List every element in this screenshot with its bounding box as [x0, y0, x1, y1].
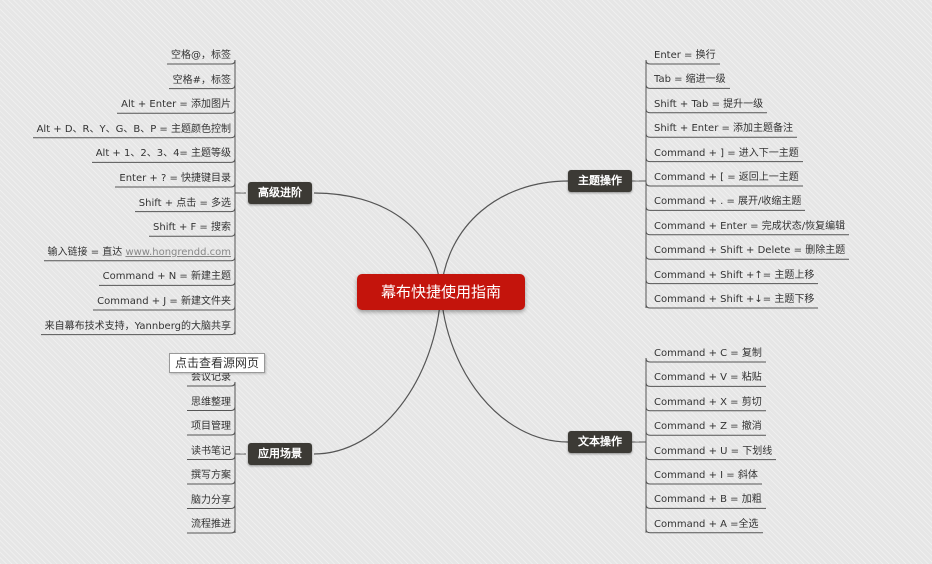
- leaf-topic[interactable]: Command + Enter = 完成状态/恢复编辑: [654, 220, 846, 232]
- leaf-topic[interactable]: Command + C = 复制: [654, 348, 762, 359]
- branch-connector: [313, 291, 442, 455]
- leaf-link[interactable]: www.hongrendd.com: [125, 246, 231, 258]
- branch-advanced[interactable]: 高级进阶: [248, 182, 312, 204]
- leaf-topic[interactable]: Command + [ = 返回上一主题: [654, 172, 799, 183]
- leaf-topic[interactable]: 输入链接 = 直达 www.hongrendd.com: [44, 246, 235, 260]
- view-source-tooltip[interactable]: 点击查看源网页: [169, 353, 266, 373]
- leaf-topic[interactable]: 脑力分享: [191, 494, 231, 506]
- leaf-topic[interactable]: 项目管理: [191, 421, 231, 432]
- leaf-topic[interactable]: 流程推进: [191, 519, 231, 530]
- leaf-topic[interactable]: 撰写方案: [191, 470, 231, 481]
- leaf-topic[interactable]: Shift + Tab = 提升一级: [654, 98, 764, 110]
- leaf-topic[interactable]: Command + Z = 撤消: [654, 421, 762, 433]
- leaf-topic[interactable]: Command + B = 加粗: [654, 494, 762, 506]
- branch-connector: [440, 180, 569, 293]
- collapse-icon[interactable]: –: [240, 188, 245, 198]
- branch-topic-operations[interactable]: 主题操作: [568, 170, 632, 192]
- leaf-topic[interactable]: Command + U = 下划线: [654, 445, 773, 457]
- branch-text-operations[interactable]: 文本操作: [568, 431, 632, 453]
- leaf-topic[interactable]: Enter + ? = 快捷键目录: [119, 173, 231, 184]
- leaf-topic[interactable]: Command + Shift + Delete = 删除主题: [654, 245, 846, 257]
- leaf-topic[interactable]: Command + N = 新建主题: [102, 271, 231, 283]
- leaf-topic[interactable]: 思维整理: [191, 396, 231, 408]
- collapse-icon[interactable]: –: [635, 437, 640, 447]
- leaf-topic[interactable]: Alt + 1、2、3、4= 主题等级: [95, 148, 231, 160]
- leaf-topic[interactable]: Command + Shift +↑= 主题上移: [654, 269, 815, 281]
- leaf-topic[interactable]: Command + X = 剪切: [654, 396, 762, 408]
- leaf-topic[interactable]: Enter = 换行: [654, 50, 716, 61]
- leaf-topic[interactable]: 空格#，标签: [172, 74, 231, 86]
- leaf-topic[interactable]: Command + J = 新建文件夹: [97, 296, 231, 307]
- leaf-topic[interactable]: 来自幕布技术支持，Yannberg的大脑共享: [44, 320, 231, 332]
- leaf-topic[interactable]: Command + A =全选: [654, 518, 759, 530]
- leaf-topic[interactable]: 空格@，标签: [171, 50, 231, 61]
- leaf-topic[interactable]: Command + I = 斜体: [654, 470, 758, 481]
- collapse-icon[interactable]: –: [635, 176, 640, 186]
- leaf-topic[interactable]: Shift + 点击 = 多选: [138, 197, 231, 209]
- branch-use-cases[interactable]: 应用场景: [248, 443, 312, 465]
- leaf-topic[interactable]: Command + Shift +↓= 主题下移: [654, 294, 815, 305]
- leaf-topic[interactable]: Tab = 缩进一级: [654, 74, 726, 86]
- root-topic[interactable]: 幕布快捷使用指南: [357, 274, 525, 310]
- collapse-icon[interactable]: –: [240, 449, 245, 459]
- leaf-topic[interactable]: Shift + F = 搜索: [153, 222, 231, 234]
- leaf-topic[interactable]: Alt + Enter = 添加图片: [121, 99, 231, 111]
- branch-connector: [313, 192, 442, 293]
- leaf-topic[interactable]: 会议记录: [191, 372, 231, 383]
- leaf-topic[interactable]: Command + . = 展开/收缩主题: [654, 196, 802, 208]
- branch-connector: [440, 291, 569, 443]
- leaf-topic[interactable]: Shift + Enter = 添加主题备注: [654, 123, 794, 135]
- leaf-topic[interactable]: Alt + D、R、Y、G、B、P = 主题颜色控制: [36, 123, 231, 135]
- leaf-topic[interactable]: 读书笔记: [191, 445, 231, 457]
- leaf-topic[interactable]: Command + V = 粘贴: [654, 372, 762, 384]
- leaf-text: 输入链接 = 直达: [47, 246, 126, 258]
- leaf-topic[interactable]: Command + ] = 进入下一主题: [654, 147, 799, 159]
